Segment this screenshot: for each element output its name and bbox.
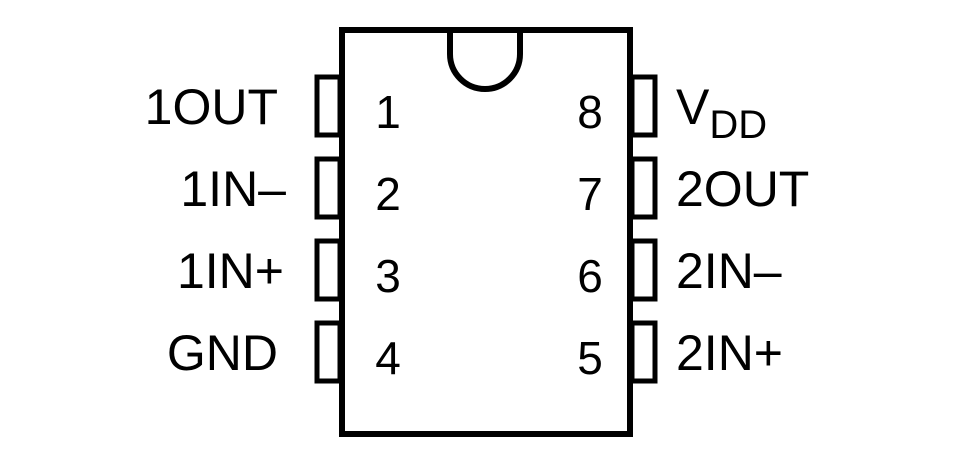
pin-label-8-sub: DD	[709, 103, 767, 147]
pin-number-3: 3	[375, 250, 401, 302]
pin-number-4: 4	[375, 332, 401, 384]
pin-lead-5	[629, 320, 658, 384]
pin-label-1: 1OUT	[145, 79, 278, 135]
pin-lead-2	[314, 156, 343, 220]
pin-lead-6	[629, 238, 658, 302]
pin-number-5: 5	[577, 332, 603, 384]
pin1-notch	[447, 30, 523, 92]
pin-label-2: 1IN–	[180, 161, 286, 217]
pin-label-5: 2IN+	[676, 325, 783, 381]
chip-body	[339, 27, 633, 437]
pin-label-3: 1IN+	[177, 243, 284, 299]
pin-number-8: 8	[577, 86, 603, 138]
pin-number-2: 2	[375, 168, 401, 220]
pin-lead-1	[314, 74, 343, 138]
pin-lead-4	[314, 320, 343, 384]
pin-label-7: 2OUT	[676, 161, 809, 217]
pin-number-1: 1	[375, 86, 401, 138]
pin-label-4: GND	[167, 325, 278, 381]
pin-label-8-main: V	[676, 79, 710, 135]
pin-lead-7	[629, 156, 658, 220]
pin-label-8: VDD	[676, 79, 767, 147]
pin-lead-3	[314, 238, 343, 302]
pin-lead-8	[629, 74, 658, 138]
pin-label-6: 2IN–	[676, 243, 782, 299]
pin-number-6: 6	[577, 250, 603, 302]
pin-number-7: 7	[577, 168, 603, 220]
